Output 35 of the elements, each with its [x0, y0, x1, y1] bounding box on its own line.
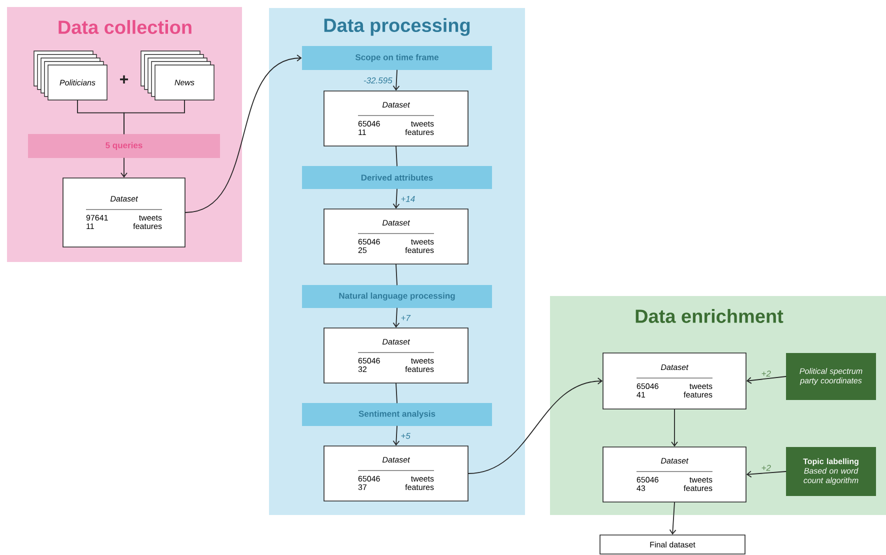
- step-band: Derived attributes: [302, 166, 492, 189]
- dataset-box: Dataset 97641 tweets 11 features: [62, 178, 186, 248]
- source-box: Topic labelling Based on word count algorithm: [786, 447, 876, 496]
- arrow: [120, 158, 128, 178]
- source-box: Political spectrum party coordinates: [786, 353, 876, 400]
- step-band: Natural language processing: [302, 285, 492, 308]
- edge-label: -32.595: [364, 77, 392, 84]
- edge-label: +2: [762, 464, 771, 471]
- step-band: Scope on time frame: [302, 46, 492, 70]
- arrow: [671, 408, 678, 447]
- plus-sign: +: [120, 75, 128, 84]
- edge-label: +2: [762, 370, 771, 377]
- arrow: [392, 188, 400, 209]
- step-band: Sentiment analysis: [302, 403, 492, 426]
- arrow: [184, 54, 302, 213]
- arrow: [392, 308, 400, 328]
- dataset-box: Dataset 65046 tweets 43 features: [602, 446, 746, 502]
- dataset-box: Dataset 65046 tweets 11 features: [324, 90, 468, 146]
- arrow: [746, 376, 786, 384]
- dataset-box: Final dataset: [600, 534, 746, 554]
- document-stack: News: [140, 50, 214, 100]
- step-band: 5 queries: [28, 134, 220, 158]
- arrow: [392, 70, 400, 91]
- dataset-box: Dataset 65046 tweets 41 features: [602, 352, 746, 410]
- dataset-box: Dataset 65046 tweets 37 features: [324, 446, 468, 502]
- document-stack: Politicians: [34, 50, 108, 100]
- arrow: [669, 502, 676, 535]
- dataset-box: Dataset 65046 tweets 32 features: [324, 328, 468, 384]
- edge-label: +7: [401, 314, 411, 321]
- arrow: [392, 426, 400, 446]
- dataset-box: Dataset 65046 tweets 25 features: [324, 208, 468, 264]
- edge-label: +5: [401, 432, 410, 439]
- edge-label: +14: [401, 196, 415, 202]
- arrow: [746, 470, 786, 478]
- arrow: [468, 378, 603, 474]
